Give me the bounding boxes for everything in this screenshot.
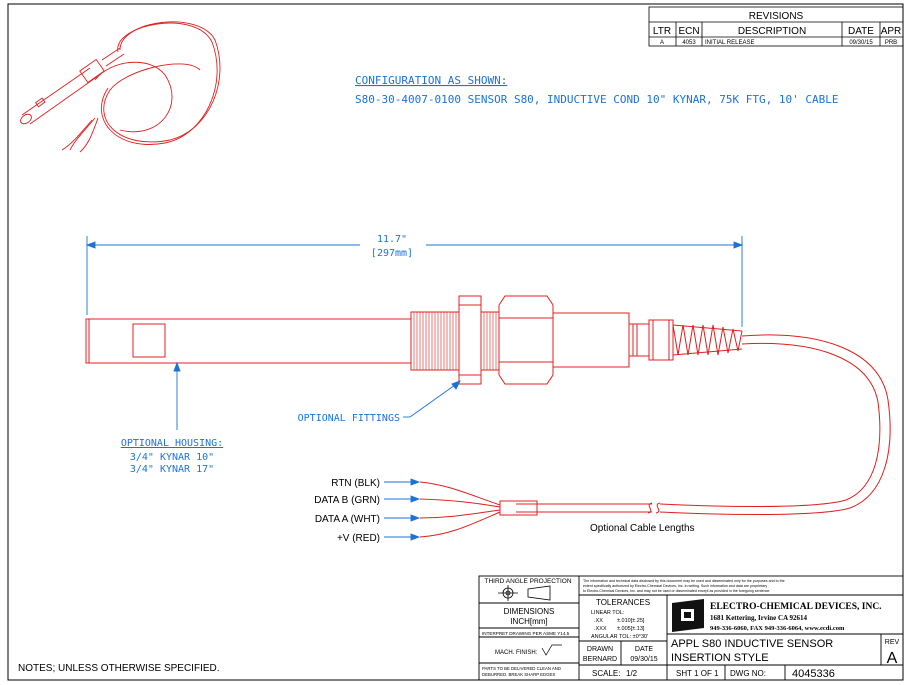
sensor-housing xyxy=(85,318,412,364)
disclaimer-line-2: extent specifically authorized by Electr… xyxy=(583,584,767,588)
cable-jacket-end xyxy=(499,500,538,516)
company-logo xyxy=(672,599,704,632)
wire-label-vplus: +V (RED) xyxy=(337,533,380,544)
dwg-no-label: DWG NO: xyxy=(730,669,766,678)
cable xyxy=(659,334,891,515)
deliver-note-line-2: DEBURRED. BREAK SHARP EDGES xyxy=(482,672,555,677)
rev-row-ltr: A xyxy=(660,40,664,46)
dwg-no-value: 4045336 xyxy=(792,668,835,680)
nut xyxy=(458,295,482,385)
callout-housing-option-2: 3/4" KYNAR 17" xyxy=(130,464,214,475)
wire-label-data-a: DATA A (WHT) xyxy=(315,514,380,525)
company-name: ELECTRO-CHEMICAL DEVICES, INC. xyxy=(710,602,882,612)
rev-row-ecn: 4053 xyxy=(682,40,696,46)
strain-relief-spring xyxy=(672,324,743,356)
revisions-title: REVISIONS xyxy=(749,11,804,22)
callout-leaders xyxy=(173,361,461,541)
linear-tol-label: LINEAR TOL: xyxy=(591,610,625,616)
notes: NOTES; UNLESS OTHERWISE SPECIFIED. xyxy=(18,663,220,674)
drawing-title-line-1: APPL S80 INDUCTIVE SENSOR xyxy=(671,638,833,650)
tol-xxx-value: ±.005[±.13] xyxy=(617,626,645,632)
callout-cable-lengths: Optional Cable Lengths xyxy=(590,523,695,534)
revisions-table xyxy=(648,6,904,47)
interpret-note: INTERPRET DRAWING PER ASME Y14.5 xyxy=(482,631,570,636)
wire-rtn xyxy=(419,481,501,506)
scale-label: SCALE: xyxy=(592,669,620,678)
rev-row-description: INITIAL RELEASE xyxy=(705,40,754,46)
callout-housing-heading: OPTIONAL HOUSING: xyxy=(121,438,223,449)
sheet-number: SHT 1 OF 1 xyxy=(676,669,719,678)
date-label: DATE xyxy=(635,646,653,653)
hex-fitting xyxy=(498,295,554,385)
scale-value: 1/2 xyxy=(626,669,638,678)
company-contact: 949-336-6060, FAX 949-336-6064, www.ecdi… xyxy=(710,625,845,632)
finish-symbol-icon xyxy=(541,644,562,656)
rev-header-apr: APR xyxy=(881,26,902,37)
tol-xx-label: .XX xyxy=(594,618,603,624)
sensor-window xyxy=(132,323,166,358)
disclaimer-line-1: The information and technical data discl… xyxy=(583,579,785,583)
rev-header-date: DATE xyxy=(848,26,874,37)
sheet-border xyxy=(7,3,904,681)
angular-tol: ANGULAR TOL: ±0°30' xyxy=(591,634,648,640)
disclaimer-line-3: to Electro-Chemical Devices, Inc. and ma… xyxy=(583,589,770,593)
rev-value: A xyxy=(887,650,898,667)
wire-data-a xyxy=(419,509,501,519)
dimensions-unit: INCH[mm] xyxy=(510,617,547,626)
overall-length-dimension xyxy=(85,236,744,327)
isometric-sensor-thumbnail xyxy=(20,21,221,153)
rev-row-apr: PRB xyxy=(885,40,897,46)
wire-vplus xyxy=(419,511,501,538)
configuration-part-number: S80-30-4007-0100 SENSOR S80, INDUCTIVE C… xyxy=(355,93,838,106)
dimensions-label: DIMENSIONS xyxy=(504,607,555,616)
wire-label-data-b: DATA B (GRN) xyxy=(314,495,380,506)
drawing-title-line-2: INSERTION STYLE xyxy=(671,652,769,664)
wire-data-b xyxy=(419,498,501,508)
third-angle-projection-symbol xyxy=(498,585,551,601)
callout-optional-fittings: OPTIONAL FITTINGS xyxy=(298,413,400,424)
date-value: 09/30/15 xyxy=(630,656,657,663)
rev-header-ecn: ECN xyxy=(678,26,699,37)
tolerances-heading: TOLERANCES xyxy=(596,598,650,607)
rev-label: REV xyxy=(885,639,900,646)
company-address: 1681 Kettering, Irvine CA 92614 xyxy=(710,614,808,622)
projection-label: THIRD ANGLE PROJECTION xyxy=(484,578,571,585)
callout-housing-option-1: 3/4" KYNAR 10" xyxy=(130,452,214,463)
tol-xxx-label: .XXX xyxy=(594,626,607,632)
sensor-assembly xyxy=(85,295,891,538)
rev-row-date: 09/30/15 xyxy=(849,40,873,46)
rev-header-ltr: LTR xyxy=(653,26,671,37)
cable-gland xyxy=(648,319,674,361)
configuration-heading: CONFIGURATION AS SHOWN: xyxy=(355,74,507,87)
wire-label-rtn: RTN (BLK) xyxy=(331,478,380,489)
dimension-inches: 11.7" xyxy=(377,234,407,245)
title-block-grid xyxy=(478,575,904,681)
drawn-label: DRAWN xyxy=(587,646,613,653)
drawn-by: BERNARD xyxy=(583,656,617,663)
fitting-shaft xyxy=(552,312,630,368)
thread-lines xyxy=(413,312,457,370)
dimension-mm: [297mm] xyxy=(371,248,413,259)
tol-xx-value: ±.010[±.25] xyxy=(617,618,645,624)
rev-header-description: DESCRIPTION xyxy=(738,26,806,37)
mach-finish-label: MACH. FINISH: xyxy=(495,650,538,656)
cable-break xyxy=(655,502,661,514)
deliver-note-line-1: PARTS TO BE DELIVERED CLEAN AND xyxy=(482,666,561,671)
